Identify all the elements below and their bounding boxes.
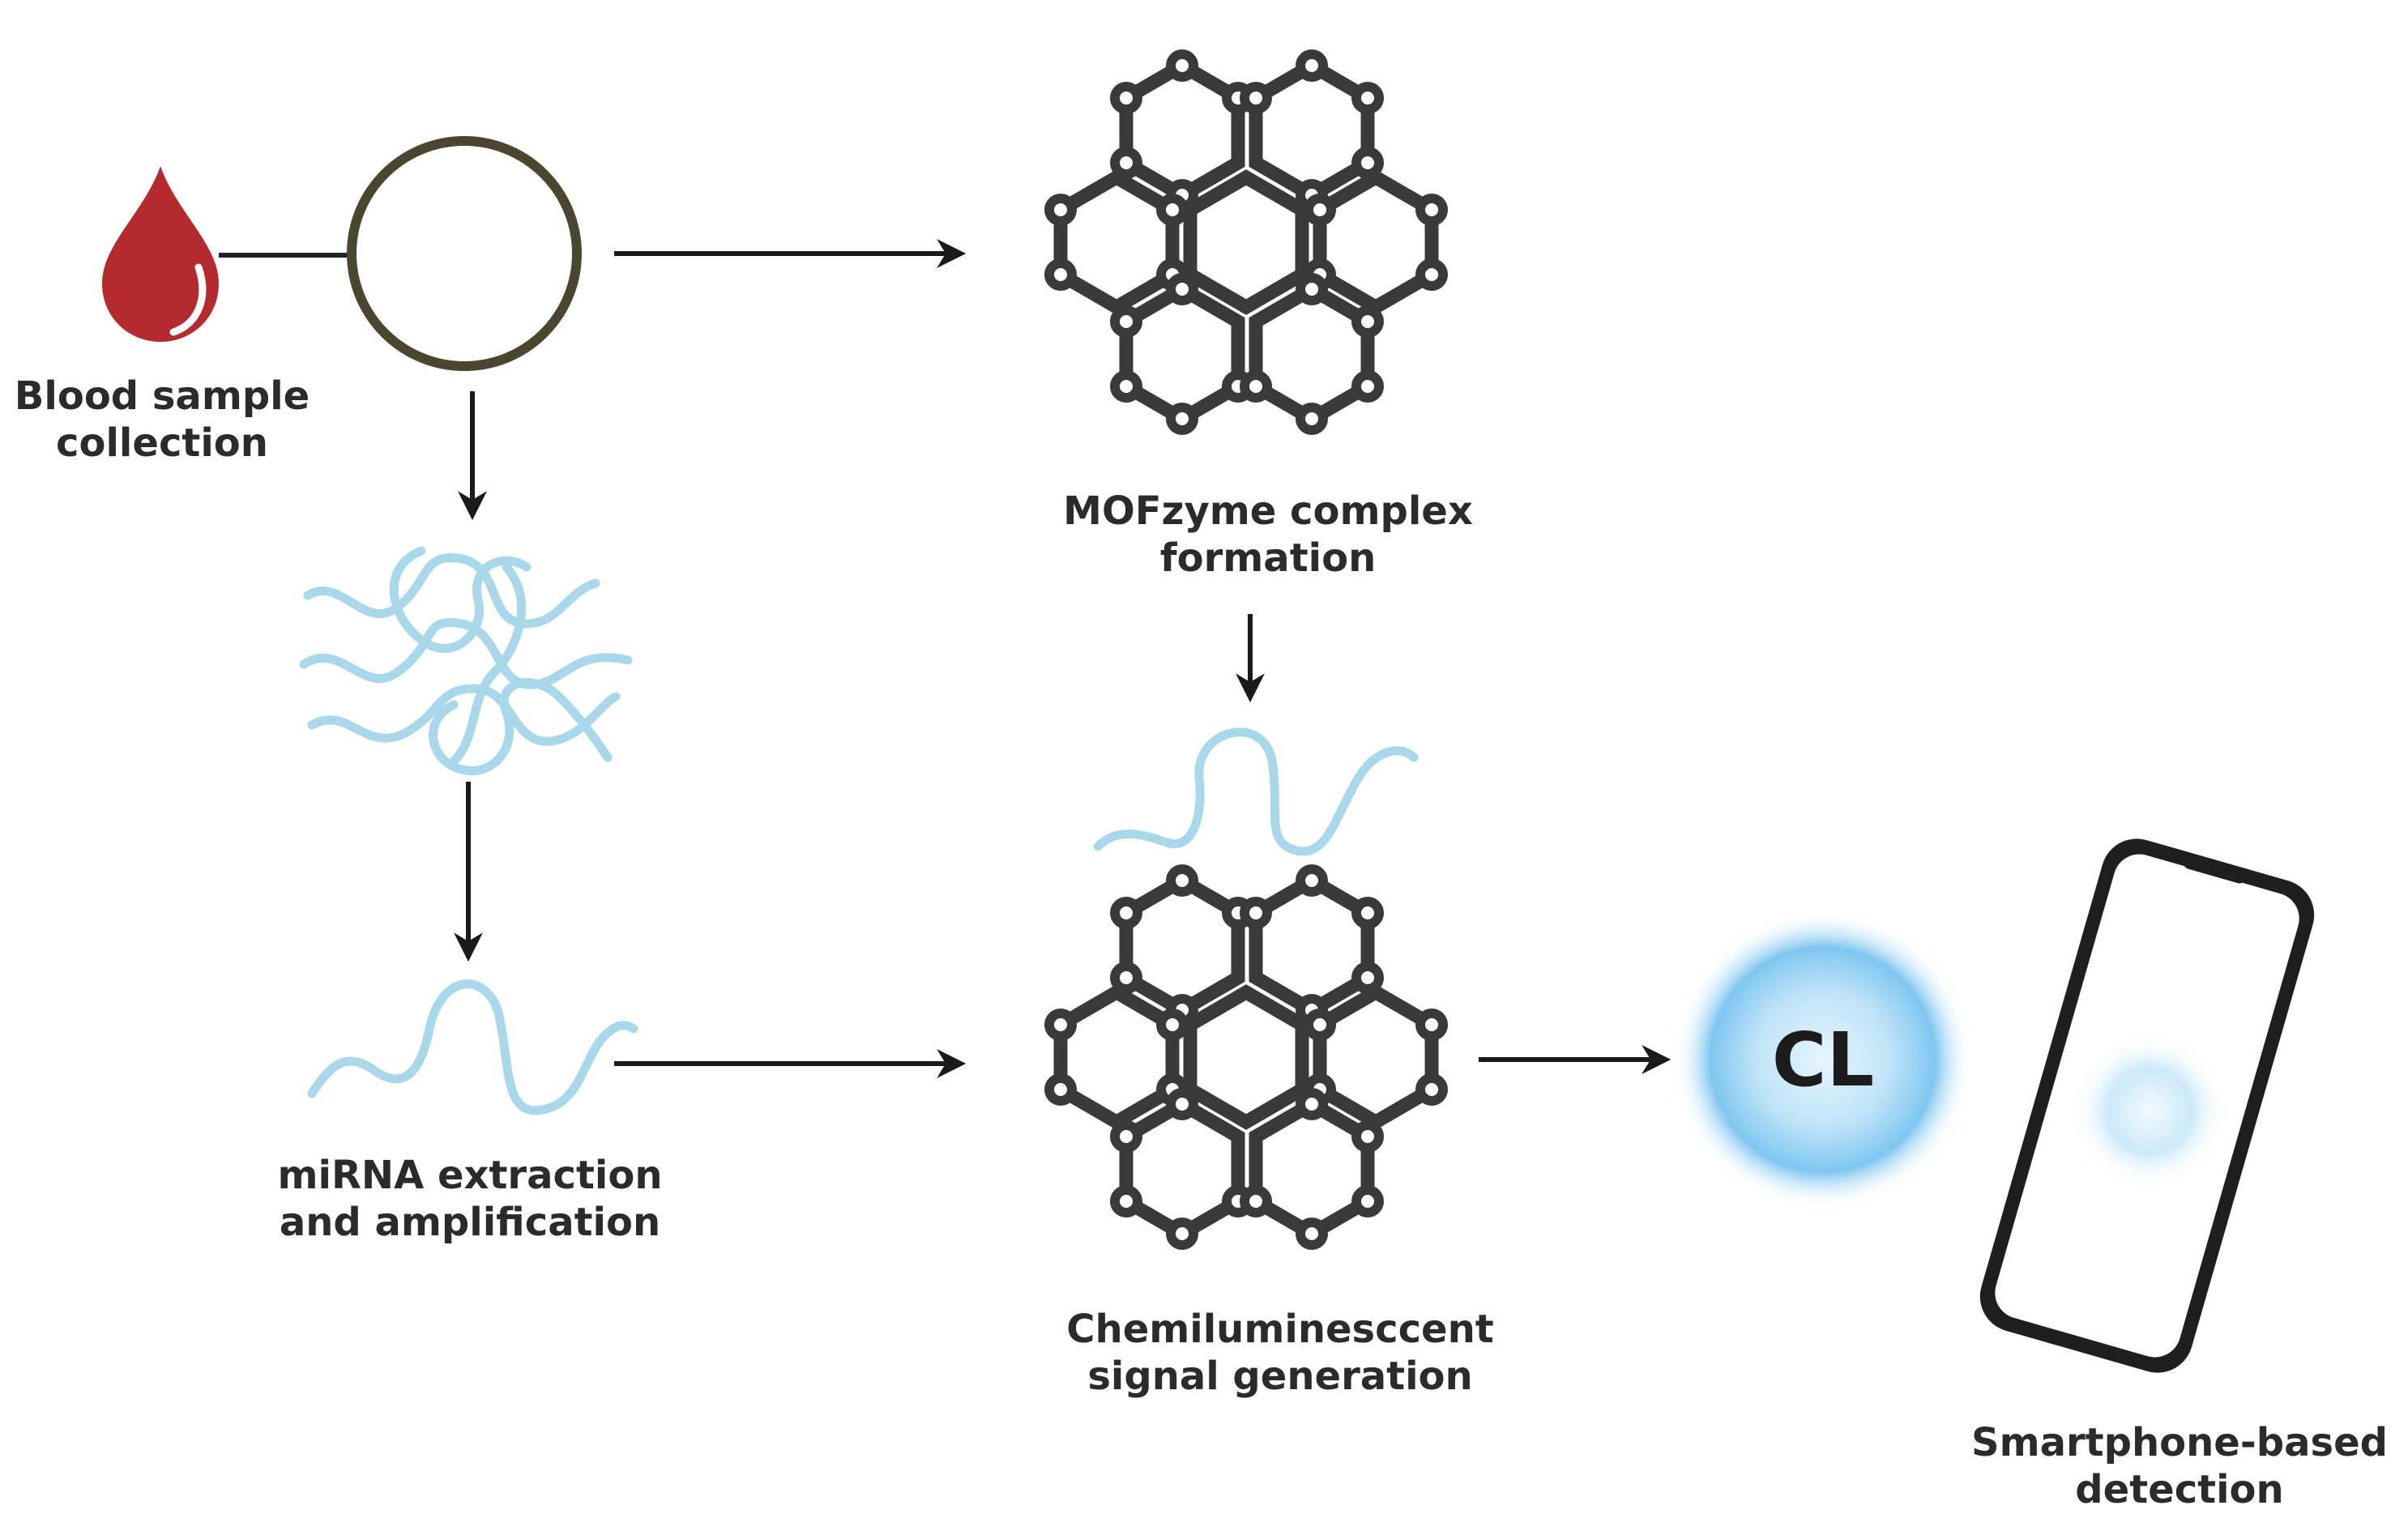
smartphone-icon — [1979, 838, 2315, 1373]
sample-tube-circle-icon — [347, 136, 582, 371]
smartphone-label-line2: detection — [2075, 1467, 2284, 1512]
mofzyme-label-line2: formation — [1159, 535, 1377, 581]
mirna-label-line1: miRNA extraction — [277, 1153, 663, 1198]
mirna-label: miRNA extraction and amplification — [243, 1152, 697, 1246]
cl-glow-icon: CL — [1673, 910, 1973, 1209]
cl-generation-label-line2: signal generation — [1087, 1354, 1473, 1399]
bound-mirna-strand-icon — [1093, 727, 1419, 856]
smartphone-label: Smartphone-based detection — [1953, 1419, 2406, 1513]
blood-drop-icon — [102, 166, 219, 342]
blood-sample-label: Blood sample collection — [0, 373, 324, 467]
mofzyme-label-line1: MOFzyme complex — [1063, 488, 1473, 534]
mofzyme-label: MOFzyme complex formation — [1017, 488, 1519, 582]
mof-lattice-cl-icon — [1049, 869, 1443, 1245]
mof-lattice-icon — [1049, 54, 1443, 430]
rna-strands-icon — [299, 546, 633, 775]
cl-generation-label-line1: Chemiluminesccent — [1066, 1307, 1494, 1352]
mirna-strand-icon — [307, 979, 638, 1115]
blood-sample-label-line1: Blood sample — [14, 373, 310, 419]
cl-generation-label: Chemiluminesccent signal generation — [997, 1306, 1564, 1400]
smartphone-label-line1: Smartphone-based — [1971, 1420, 2388, 1465]
blood-sample-label-line2: collection — [56, 420, 268, 466]
mirna-label-line2: and amplification — [279, 1200, 661, 1245]
cl-glow-label: CL — [1772, 1017, 1874, 1103]
